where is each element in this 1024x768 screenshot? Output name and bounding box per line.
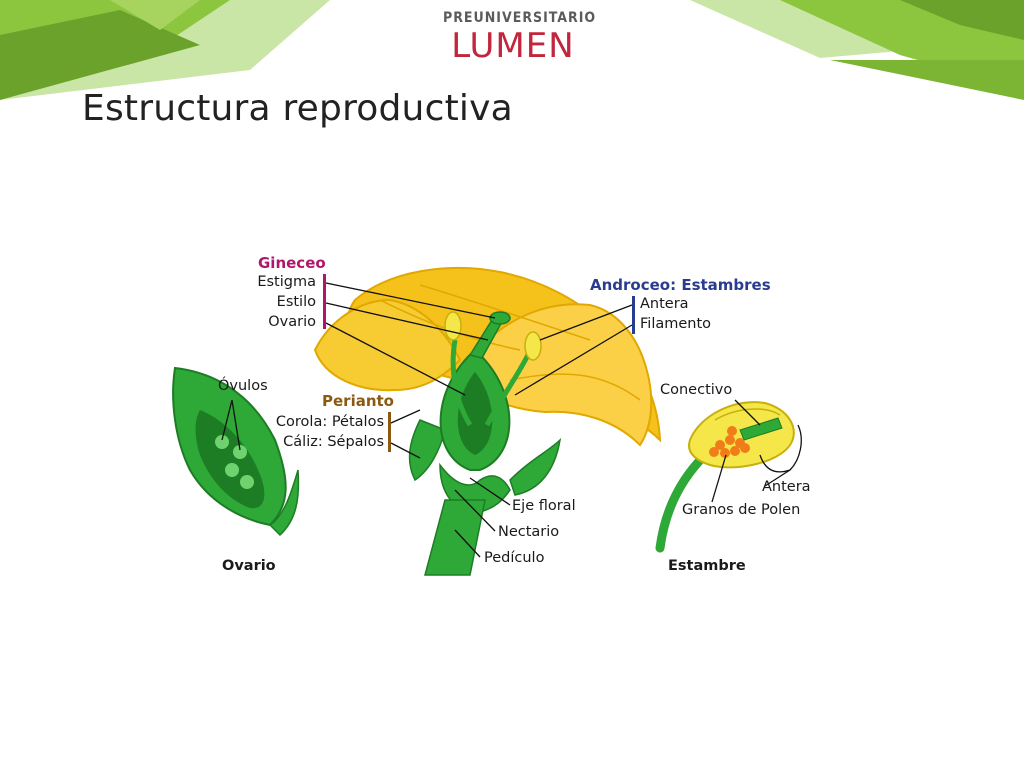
ovule-4 bbox=[240, 475, 254, 489]
anther-left bbox=[444, 311, 462, 341]
perianto-item-caliz: Cáliz: Sépalos bbox=[283, 434, 384, 450]
sepal-left bbox=[408, 419, 446, 482]
filamento-leader bbox=[514, 324, 633, 396]
pediculo-leader bbox=[454, 529, 481, 558]
eje-leader bbox=[469, 477, 511, 506]
stamen-filament bbox=[655, 450, 710, 553]
sepal-right bbox=[509, 437, 562, 496]
anther-right bbox=[524, 331, 542, 361]
ovulos-label: Óvulos bbox=[218, 378, 268, 394]
stigma bbox=[489, 311, 511, 325]
pollen-grains bbox=[709, 426, 750, 458]
petal-vein-2 bbox=[419, 284, 591, 341]
granos-label: Granos de Polen bbox=[682, 502, 801, 518]
filament-right bbox=[484, 353, 531, 427]
conectivo-leader bbox=[734, 399, 761, 426]
filament-left bbox=[450, 339, 473, 427]
perianto-header: Perianto bbox=[322, 392, 394, 410]
gineceo-header: Gineceo bbox=[258, 254, 326, 272]
stamen-section bbox=[655, 399, 802, 553]
logo-top-text: PREUNIVERSITARIO bbox=[443, 10, 597, 26]
banner-left-bright bbox=[110, 0, 200, 30]
anther-lobe-top bbox=[714, 408, 781, 421]
granos-leader bbox=[711, 454, 727, 503]
logo-main-text: LUMEN bbox=[451, 26, 575, 66]
caliz-leader bbox=[390, 442, 421, 459]
antera-leader bbox=[764, 469, 791, 487]
corola-leader bbox=[390, 409, 421, 424]
ovulos-leader-1 bbox=[221, 399, 233, 441]
androceo-item-antera: Antera bbox=[640, 296, 689, 312]
estilo-leader bbox=[325, 302, 489, 341]
banner-left-dark bbox=[0, 10, 200, 100]
pistil bbox=[439, 311, 511, 471]
ovary-stem bbox=[268, 469, 300, 537]
stamens bbox=[444, 311, 542, 427]
banner-right-dark bbox=[900, 0, 1024, 40]
ovulos-leader-2 bbox=[231, 399, 241, 451]
eje-floral-label: Eje floral bbox=[512, 498, 576, 514]
ovary-cavity bbox=[457, 372, 493, 455]
pedicel bbox=[424, 499, 486, 576]
nectario-leader bbox=[454, 489, 496, 532]
ovario-leader bbox=[325, 322, 466, 396]
slide-title: Estructura reproductiva bbox=[82, 88, 513, 129]
androceo-item-filamento: Filamento bbox=[640, 316, 712, 332]
antera-label: Antera bbox=[762, 479, 811, 495]
conectivo-label: Conectivo bbox=[660, 382, 733, 398]
nectario-label: Nectario bbox=[498, 524, 560, 540]
petal-vein-3 bbox=[509, 373, 641, 401]
gineceo-bar bbox=[323, 274, 326, 329]
ovary-section bbox=[172, 366, 300, 537]
banner-right-deep bbox=[830, 60, 1024, 100]
ovule-2 bbox=[233, 445, 247, 459]
perianto-bar bbox=[388, 412, 391, 452]
gineceo-item-ovario: Ovario bbox=[268, 314, 316, 330]
header-banner bbox=[0, 0, 1024, 100]
petal-left bbox=[313, 298, 462, 392]
petals bbox=[313, 266, 662, 447]
gineceo-item-estilo: Estilo bbox=[276, 294, 316, 310]
estambre-caption: Estambre bbox=[668, 558, 746, 574]
androceo-header: Androceo: Estambres bbox=[590, 276, 771, 294]
androceo-bar bbox=[632, 296, 635, 334]
connective bbox=[739, 417, 783, 441]
estigma-leader bbox=[325, 282, 496, 319]
ovule-3 bbox=[225, 463, 239, 477]
gineceo-item-estigma: Estigma bbox=[257, 274, 316, 290]
perianto-item-corola: Corola: Pétalos bbox=[275, 414, 384, 430]
pediculo-label: Pedículo bbox=[484, 550, 545, 566]
ovario-caption: Ovario bbox=[222, 558, 276, 574]
antera-flower-leader bbox=[539, 304, 633, 341]
ovule-1 bbox=[215, 435, 229, 449]
